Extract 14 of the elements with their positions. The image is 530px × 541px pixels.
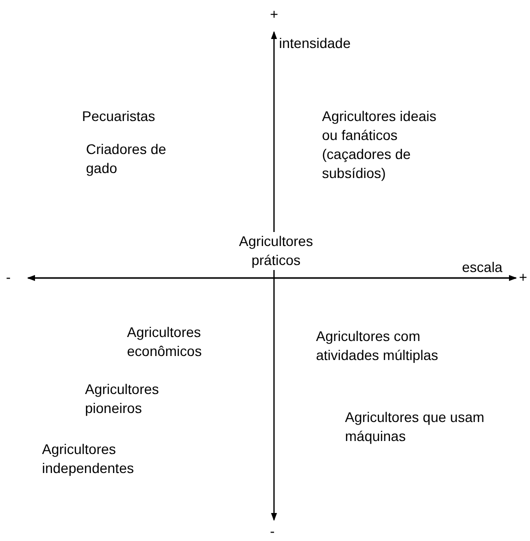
quadrant-label: Agricultores independentes bbox=[42, 440, 135, 478]
axis-sign: - bbox=[6, 268, 11, 287]
axis-sign: + bbox=[519, 268, 528, 287]
quadrant-label: Pecuaristas bbox=[82, 107, 156, 126]
quadrant-label: Agricultores ideais ou fanáticos (caçadores de subsídios) bbox=[322, 107, 438, 183]
quadrant-label: Agricultores com atividades múltiplas bbox=[316, 327, 440, 365]
axis-sign: + bbox=[270, 5, 278, 24]
axis-label: intensidade bbox=[279, 34, 351, 53]
quadrant-label: Agricultores econômicos bbox=[127, 323, 203, 361]
axis-sign: - bbox=[270, 522, 275, 541]
axis-label: escala bbox=[462, 258, 502, 277]
quadrant-label: Criadores de gado bbox=[86, 140, 168, 178]
quadrant-label: Agricultores pioneiros bbox=[85, 380, 160, 418]
quadrant-label: Agricultores que usam máquinas bbox=[345, 408, 486, 446]
